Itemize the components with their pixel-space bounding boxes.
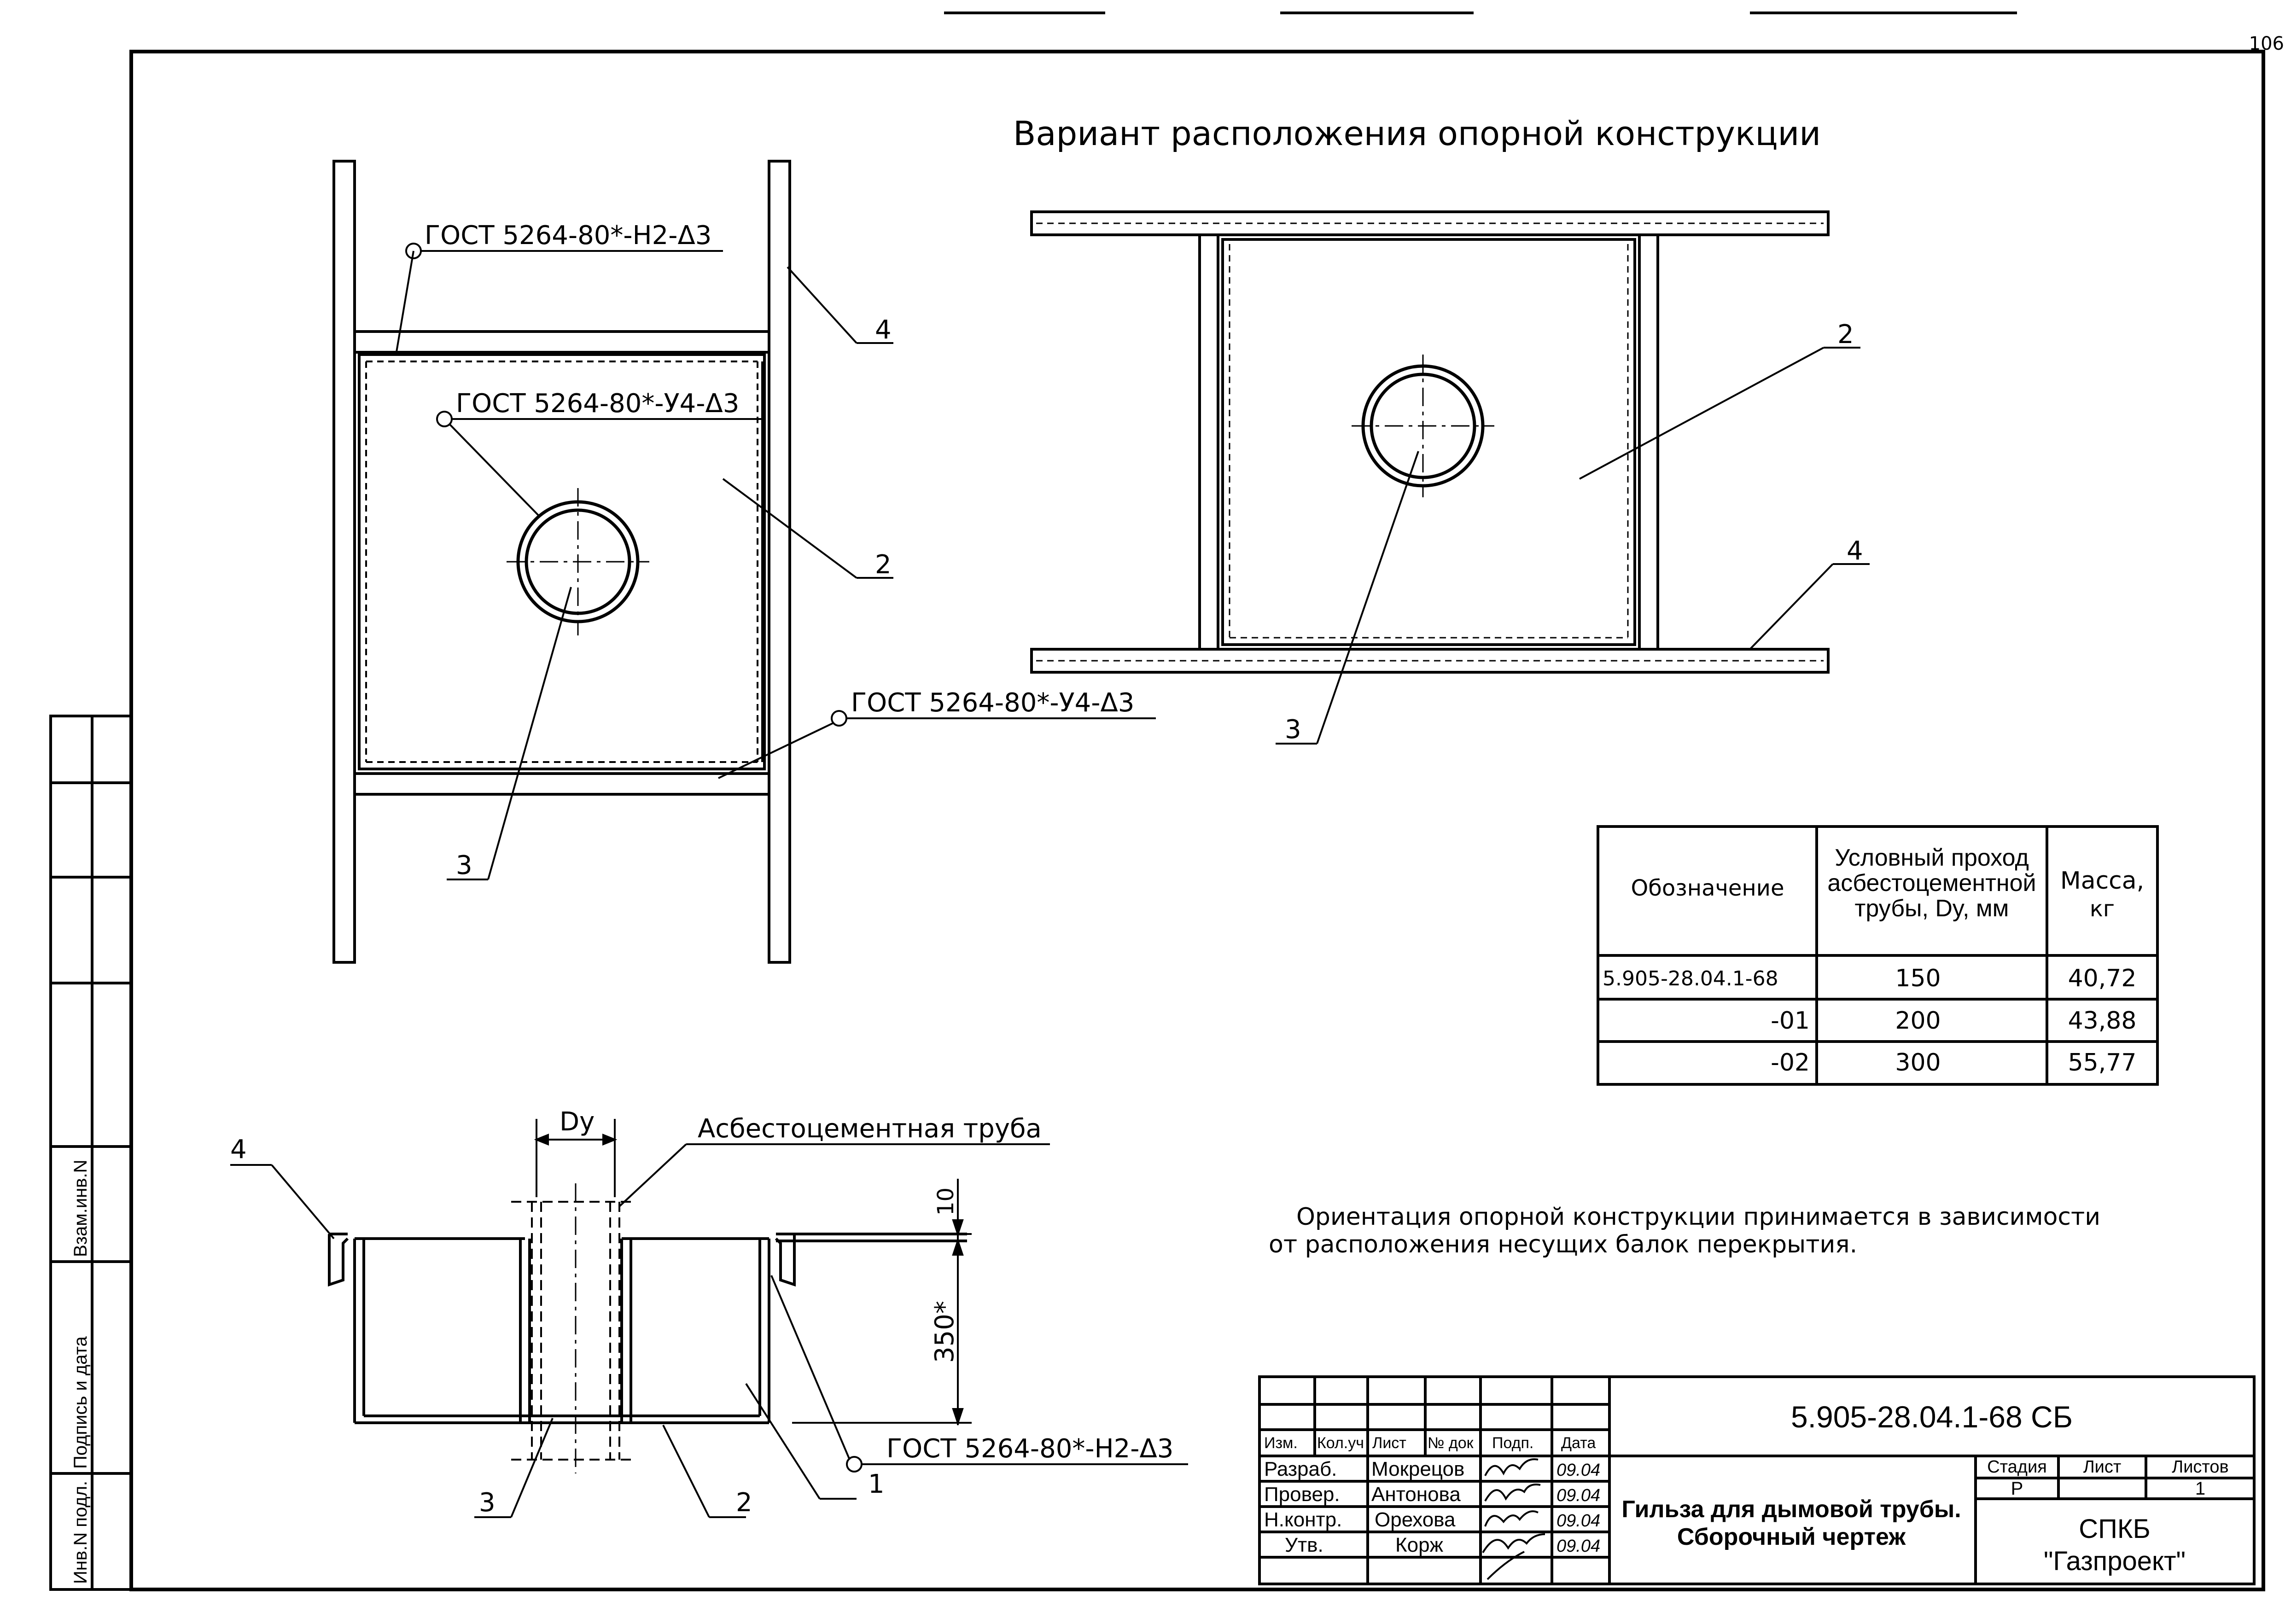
callout-pos-2-plan: 2 [875, 550, 892, 580]
sheet-frame [129, 50, 2265, 1591]
row-1-mass: 43,88 [2068, 1007, 2137, 1035]
dy-label: Dy [560, 1107, 595, 1137]
tb-head-kol: Кол.уч [1317, 1434, 1364, 1452]
tb-org-1: СПКБ [2079, 1514, 2150, 1544]
plan-view-main [332, 160, 791, 964]
th-mass-2: кг [2090, 896, 2115, 922]
variant-plate [1221, 238, 1636, 646]
callout-pos-2-section: 2 [736, 1488, 752, 1518]
th-mass-1: Масса, [2060, 867, 2144, 895]
stamp-podpis: Подпись и дата [70, 1336, 91, 1469]
variant-view [1030, 210, 1830, 674]
tb-stage-header: Стадия [1987, 1457, 2047, 1477]
callout-weld-h2-section: ГОСТ 5264-80*-Н2-Δ3 [886, 1434, 1173, 1464]
row-2-dy: 300 [1895, 1049, 1941, 1077]
page-number: 106 [2249, 33, 2284, 54]
tb-doc-code: 5.905-28.04.1-68 СБ [1791, 1400, 2073, 1434]
tb-title-2: Сборочный чертеж [1677, 1524, 1906, 1550]
row-0-designation: 5.905-28.04.1-68 [1603, 967, 1778, 990]
tb-head-list: Лист [1372, 1434, 1406, 1452]
tb-org-2: "Газпроект" [2044, 1546, 2186, 1576]
row-0-mass: 40,72 [2068, 965, 2137, 992]
dy-dimension [534, 1119, 618, 1197]
variant-title: Вариант расположения опорной конструкции [1013, 114, 1821, 153]
note-line-1: Ориентация опорной конструкции принимает… [1296, 1203, 2100, 1231]
callout-pos-2-variant: 2 [1837, 320, 1854, 349]
tb-sheets-header: Листов [2172, 1457, 2228, 1477]
callout-pos-3-variant: 3 [1285, 715, 1301, 745]
th-dy-3: трубы, Dy, мм [1855, 895, 2009, 922]
callout-pos-4-section: 4 [230, 1135, 247, 1164]
note-line-2: от расположения несущих балок перекрытия… [1269, 1231, 1857, 1258]
tb-sheets: 1 [2195, 1478, 2205, 1499]
title-block [1258, 1375, 2256, 1585]
spec-table [1597, 825, 2159, 1086]
tb-head-ndok: № док [1428, 1434, 1474, 1452]
tb-title-1: Гильза для дымовой трубы. [1621, 1496, 1961, 1523]
tb-role-2: Н.контр. [1264, 1508, 1342, 1531]
callout-weld-u4-hole: ГОСТ 5264-80*-У4-Δ3 [456, 389, 739, 419]
variant-leaders [1276, 347, 1870, 745]
main-plate [358, 353, 766, 770]
row-1-designation: -01 [1771, 1007, 1810, 1035]
row-2-mass: 55,77 [2068, 1049, 2137, 1077]
callout-pos-3-section: 3 [479, 1488, 496, 1518]
tb-head-izm: Изм. [1264, 1434, 1298, 1452]
side-stamp [49, 715, 133, 1591]
tb-sheet-header: Лист [2083, 1457, 2122, 1477]
tb-name-0: Мокрецов [1371, 1458, 1464, 1480]
callout-pipe-label: Асбестоцементная труба [698, 1114, 1042, 1144]
tb-head-data: Дата [1561, 1434, 1596, 1452]
tb-role-0: Разраб. [1264, 1458, 1337, 1480]
th-dy-2: асбестоцементной [1827, 870, 2036, 896]
callout-pos-4-plan: 4 [875, 315, 892, 345]
callout-pos-1-section: 1 [868, 1469, 885, 1499]
section-view [328, 1183, 967, 1473]
row-2-designation: -02 [1771, 1049, 1810, 1077]
signatures [1482, 1458, 1545, 1580]
th-designation: Обозначение [1631, 875, 1784, 901]
tb-name-1: Антонова [1371, 1483, 1461, 1506]
stamp-vzam: Взам.инв.N [70, 1159, 91, 1257]
tb-date-1: 09.04 [1556, 1486, 1600, 1505]
dim-10: 10 [933, 1187, 959, 1216]
callout-pos-3-plan: 3 [456, 850, 472, 880]
dim-350: 350* [930, 1301, 960, 1363]
tb-name-3: Корж [1395, 1534, 1444, 1556]
tb-role-1: Провер. [1264, 1483, 1340, 1506]
tb-stage: Р [2011, 1478, 2023, 1499]
tb-date-2: 09.04 [1556, 1511, 1600, 1531]
tb-date-3: 09.04 [1556, 1537, 1600, 1556]
tb-name-2: Орехова [1375, 1508, 1456, 1531]
th-dy-1: Условный проход [1835, 844, 2029, 871]
row-0-dy: 150 [1895, 965, 1941, 992]
callout-weld-u4-bottom: ГОСТ 5264-80*-У4-Δ3 [851, 688, 1134, 718]
tb-role-3: Утв. [1285, 1534, 1323, 1556]
plan-main-leaders [395, 243, 1156, 880]
section-leaders [230, 1143, 1188, 1518]
height-dimensions [792, 1179, 972, 1426]
callout-pos-4-variant: 4 [1847, 536, 1863, 566]
tb-date-0: 09.04 [1556, 1461, 1600, 1480]
row-1-dy: 200 [1895, 1007, 1941, 1035]
stamp-inv-podl: Инв.N подл. [70, 1481, 91, 1584]
tb-head-podp: Подп. [1492, 1434, 1533, 1452]
callout-weld-h2-top: ГОСТ 5264-80*-Н2-Δ3 [425, 221, 711, 250]
